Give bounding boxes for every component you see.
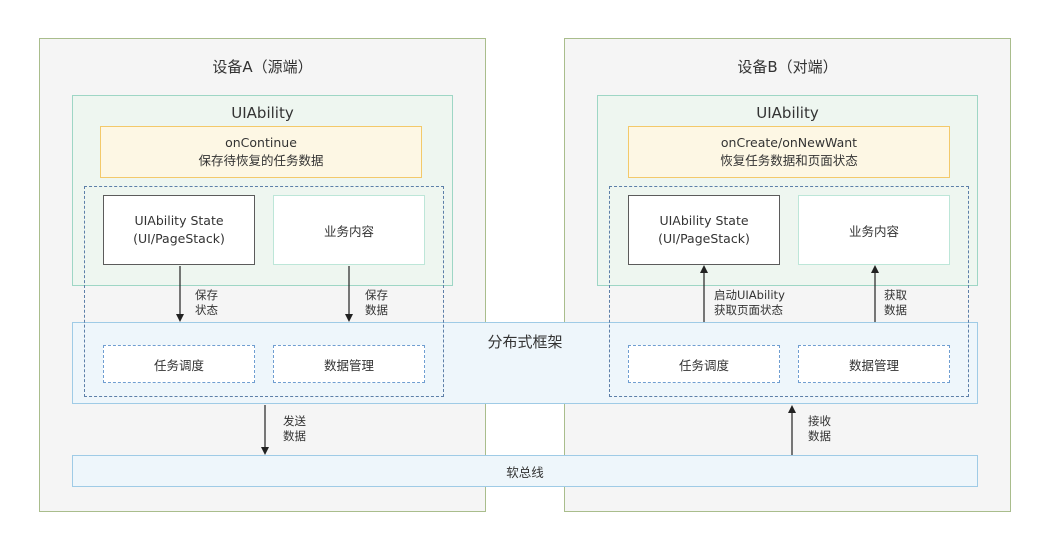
distributed-framework-title: 分布式框架 <box>487 332 563 351</box>
device-a-callback-desc: 保存待恢复的任务数据 <box>198 153 324 168</box>
device-a-state-line1: UIAbility State <box>134 213 224 228</box>
device-b-callback-name: onCreate/onNewWant <box>720 135 858 150</box>
receive-data-label: 接收 数据 <box>808 414 831 443</box>
device-a-save-data-label: 保存 数据 <box>365 288 388 317</box>
device-b-restore-state-label: 启动UIAbility 获取页面状态 <box>714 288 785 317</box>
device-a-group-outline <box>84 186 444 397</box>
device-b-uiability-title: UIAbility <box>756 104 819 122</box>
device-b-callback-desc: 恢复任务数据和页面状态 <box>720 153 858 168</box>
device-a-uiability-title: UIAbility <box>231 104 294 122</box>
device-b-uiability-state-box: UIAbility State (UI/PageStack) <box>628 195 780 265</box>
device-a-data-management-box: 数据管理 <box>273 345 425 383</box>
device-a-uiability-state-box: UIAbility State (UI/PageStack) <box>103 195 255 265</box>
device-b-title: 设备B（对端） <box>737 57 838 76</box>
device-a-business-box: 业务内容 <box>273 195 425 265</box>
device-b-data-management-box: 数据管理 <box>798 345 950 383</box>
device-a-callback-name: onContinue <box>225 135 297 150</box>
device-b-group-outline <box>609 186 969 397</box>
device-b-get-data-label: 获取 数据 <box>884 288 907 317</box>
send-data-label: 发送 数据 <box>283 414 306 443</box>
device-b-state-line1: UIAbility State <box>659 213 749 228</box>
soft-bus-box: 软总线 <box>72 455 978 487</box>
device-a-title: 设备A（源端） <box>212 57 313 76</box>
device-b-state-line2: (UI/PageStack) <box>658 231 750 246</box>
device-a-save-state-label: 保存 状态 <box>195 288 218 317</box>
device-a-task-scheduling-box: 任务调度 <box>103 345 255 383</box>
device-a-oncontinue-box: onContinue 保存待恢复的任务数据 <box>100 126 422 178</box>
device-b-task-scheduling-box: 任务调度 <box>628 345 780 383</box>
device-b-business-box: 业务内容 <box>798 195 950 265</box>
device-a-state-line2: (UI/PageStack) <box>133 231 225 246</box>
device-b-oncreate-box: onCreate/onNewWant 恢复任务数据和页面状态 <box>628 126 950 178</box>
